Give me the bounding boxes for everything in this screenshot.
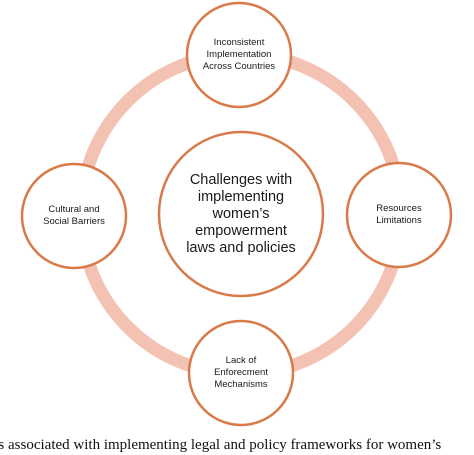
top-node-label: Inconsistent Implementation Across Count… (202, 37, 276, 72)
left-node-label: Cultural and Social Barriers (43, 204, 105, 227)
bottom-node (187, 319, 295, 427)
right-node-label: Resources Limitations (376, 203, 422, 226)
top-node (185, 1, 293, 109)
figure-caption: nges associated with implementing legal … (0, 436, 474, 455)
left-node (20, 162, 128, 270)
center-node-label: Challenges with implementing women’s emp… (186, 171, 296, 256)
center-node (157, 130, 325, 298)
cycle-diagram: Challenges with implementing women’s emp… (20, 1, 453, 427)
bottom-node-label: Lack of Enforecment Mechanisms (214, 355, 268, 390)
figure-caption-text: nges associated with implementing legal … (0, 437, 442, 453)
right-node (345, 161, 453, 269)
